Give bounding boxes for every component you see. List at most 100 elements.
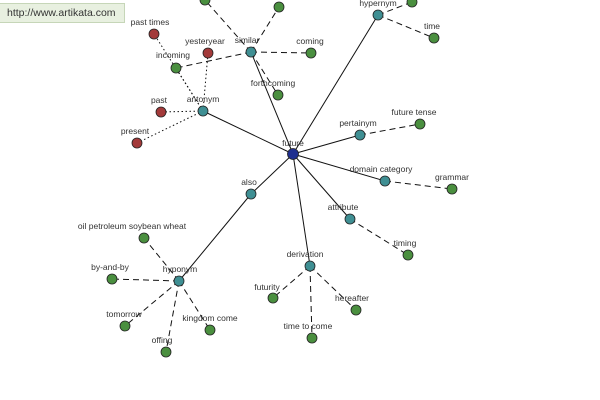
node-pertainym[interactable]: pertainym xyxy=(339,118,377,141)
node-label-forthcoming: forthcoming xyxy=(251,78,296,88)
node-dot-oil-petroleum-soybean-wheat[interactable] xyxy=(138,232,150,244)
node-label-timing: timing xyxy=(394,238,417,248)
node-label-future-tense: future tense xyxy=(392,107,437,117)
node-dot-tomorrow[interactable] xyxy=(119,320,131,332)
node-dot-timing[interactable] xyxy=(402,249,414,261)
edge-domain-category-grammar xyxy=(384,180,453,190)
node-derivation[interactable]: derivation xyxy=(287,249,324,272)
node-dot-derivation[interactable] xyxy=(304,260,316,272)
node-dot-by-and-by[interactable] xyxy=(106,273,118,285)
edge-hypernym-hypernym-word-a xyxy=(377,1,413,16)
edge-similar-coming xyxy=(250,51,312,54)
node-hereafter[interactable]: hereafter xyxy=(335,293,369,316)
node-dot-hypernym-word-c[interactable] xyxy=(199,0,211,6)
node-antonym[interactable]: antonym xyxy=(187,94,220,117)
node-dot-hyponym[interactable] xyxy=(173,275,185,287)
node-hyponym[interactable]: hyponym xyxy=(163,264,198,287)
node-hypernym-word-c[interactable] xyxy=(199,0,211,6)
source-url-label[interactable]: http://www.artikata.com xyxy=(0,3,125,23)
node-dot-domain-category[interactable] xyxy=(379,175,391,187)
node-attribute[interactable]: attribute xyxy=(328,202,359,225)
node-dot-time[interactable] xyxy=(428,32,440,44)
edge-hyponym-by-and-by xyxy=(111,278,180,282)
node-dot-attribute[interactable] xyxy=(344,213,356,225)
node-future-tense[interactable]: future tense xyxy=(392,107,437,130)
node-dot-past[interactable] xyxy=(155,106,167,118)
node-forthcoming[interactable]: forthcoming xyxy=(251,78,296,101)
node-dot-hereafter[interactable] xyxy=(350,304,362,316)
node-dot-hypernym-word-a[interactable] xyxy=(406,0,418,8)
node-label-by-and-by: by-and-by xyxy=(91,262,130,272)
node-timing[interactable]: timing xyxy=(394,238,417,261)
edge-similar-incoming xyxy=(175,51,252,69)
node-present[interactable]: present xyxy=(121,126,150,149)
node-by-and-by[interactable]: by-and-by xyxy=(91,262,130,285)
node-label-present: present xyxy=(121,126,150,136)
node-dot-also[interactable] xyxy=(245,188,257,200)
node-dot-yesteryear[interactable] xyxy=(202,47,214,59)
edge-hypernym-time xyxy=(377,14,435,39)
node-dot-time-to-come[interactable] xyxy=(306,332,318,344)
node-incoming[interactable]: incoming xyxy=(156,50,190,74)
node-dot-similar[interactable] xyxy=(245,46,257,58)
node-time[interactable]: time xyxy=(424,21,440,44)
node-dot-hypernym-word-b[interactable] xyxy=(273,1,285,13)
edge-future-attribute xyxy=(292,153,351,220)
node-futurity[interactable]: futurity xyxy=(254,282,281,304)
node-dot-futurity[interactable] xyxy=(267,292,279,304)
node-also[interactable]: also xyxy=(241,177,257,200)
node-label-attribute: attribute xyxy=(328,202,359,212)
node-dot-pertainym[interactable] xyxy=(354,129,366,141)
edge-future-also xyxy=(250,153,294,195)
edge-derivation-time-to-come xyxy=(309,265,313,339)
node-dot-past-times[interactable] xyxy=(148,28,160,40)
node-label-coming: coming xyxy=(296,36,324,46)
node-yesteryear[interactable]: yesteryear xyxy=(185,36,225,59)
node-label-kingdom-come: kingdom come xyxy=(182,313,238,323)
node-label-antonym: antonym xyxy=(187,94,220,104)
node-label-oil-petroleum-soybean-wheat: oil petroleum soybean wheat xyxy=(78,221,187,231)
node-dot-future[interactable] xyxy=(287,148,299,160)
node-offing[interactable]: offing xyxy=(152,335,173,358)
node-dot-forthcoming[interactable] xyxy=(272,89,284,101)
node-dot-grammar[interactable] xyxy=(446,183,458,195)
node-tomorrow[interactable]: tomorrow xyxy=(106,309,143,332)
node-hypernym[interactable]: hypernym xyxy=(359,0,397,21)
node-time-to-come[interactable]: time to come xyxy=(284,321,333,344)
node-label-offing: offing xyxy=(152,335,173,345)
edge-attribute-timing xyxy=(349,218,409,256)
node-dot-coming[interactable] xyxy=(305,47,317,59)
node-grammar[interactable]: grammar xyxy=(435,172,469,195)
node-label-time-to-come: time to come xyxy=(284,321,333,331)
node-dot-kingdom-come[interactable] xyxy=(204,324,216,336)
node-dot-hypernym[interactable] xyxy=(372,9,384,21)
node-oil-petroleum-soybean-wheat[interactable]: oil petroleum soybean wheat xyxy=(78,221,187,244)
node-dot-present[interactable] xyxy=(131,137,143,149)
node-similar[interactable]: similar xyxy=(235,35,260,58)
node-past[interactable]: past xyxy=(151,95,168,118)
node-label-hyponym: hyponym xyxy=(163,264,198,274)
node-label-hypernym: hypernym xyxy=(359,0,396,8)
node-dot-antonym[interactable] xyxy=(197,105,209,117)
node-dot-future-tense[interactable] xyxy=(414,118,426,130)
node-past-times[interactable]: past times xyxy=(131,17,170,40)
node-label-futurity: futurity xyxy=(254,282,280,292)
edge-future-similar xyxy=(250,51,294,155)
node-label-past: past xyxy=(151,95,168,105)
node-dot-incoming[interactable] xyxy=(170,62,182,74)
edge-hyponym-tomorrow xyxy=(124,280,180,327)
node-domain-category[interactable]: domain category xyxy=(350,164,414,187)
node-label-derivation: derivation xyxy=(287,249,324,259)
edge-also-hyponym xyxy=(178,193,252,282)
node-kingdom-come[interactable]: kingdom come xyxy=(182,313,238,336)
node-hypernym-word-b[interactable] xyxy=(273,1,285,13)
node-coming[interactable]: coming xyxy=(296,36,324,59)
node-dot-offing[interactable] xyxy=(160,346,172,358)
edge-similar-hypernym-word-b xyxy=(250,6,280,53)
edge-antonym-yesteryear xyxy=(202,52,209,112)
node-label-similar: similar xyxy=(235,35,260,45)
node-future[interactable]: future xyxy=(282,138,304,160)
edge-future-antonym xyxy=(202,110,294,155)
edge-future-derivation xyxy=(292,153,311,267)
node-hypernym-word-a[interactable] xyxy=(406,0,418,8)
